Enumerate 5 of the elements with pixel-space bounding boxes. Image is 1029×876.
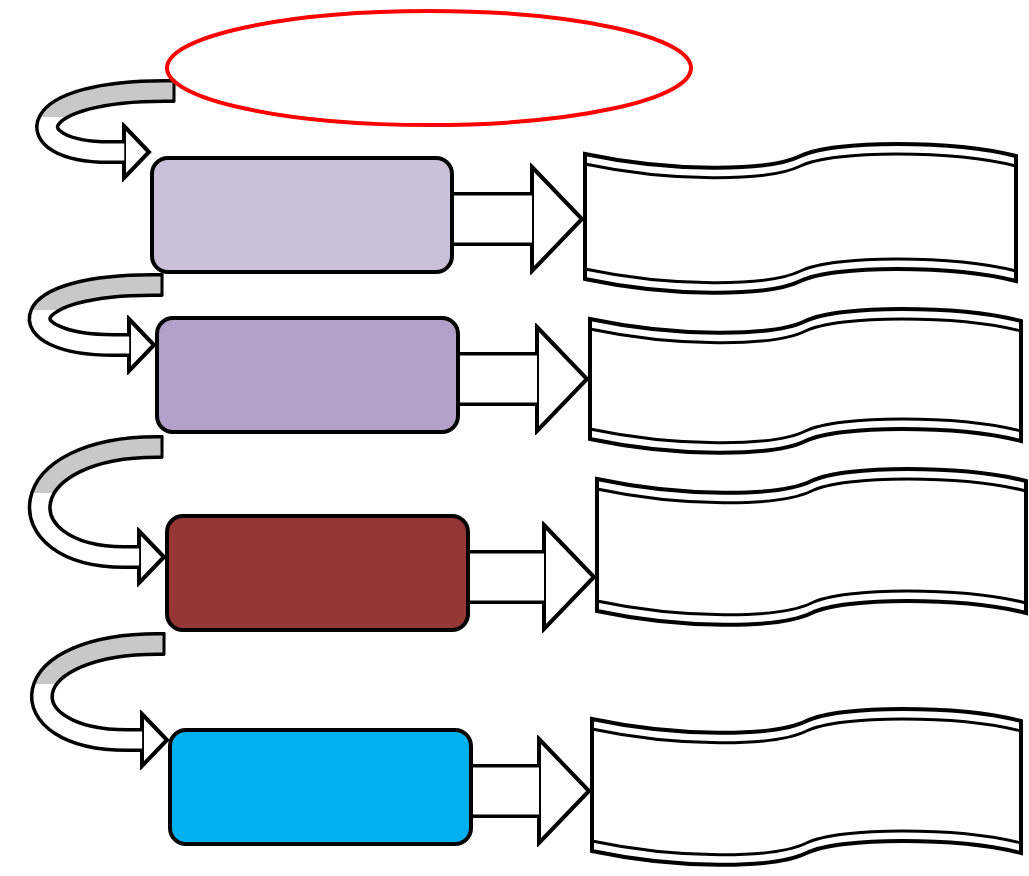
process-box <box>150 156 454 274</box>
process-box <box>155 316 460 434</box>
ellipse-shape <box>165 9 693 127</box>
process-box <box>165 514 470 632</box>
process-box <box>168 728 473 846</box>
